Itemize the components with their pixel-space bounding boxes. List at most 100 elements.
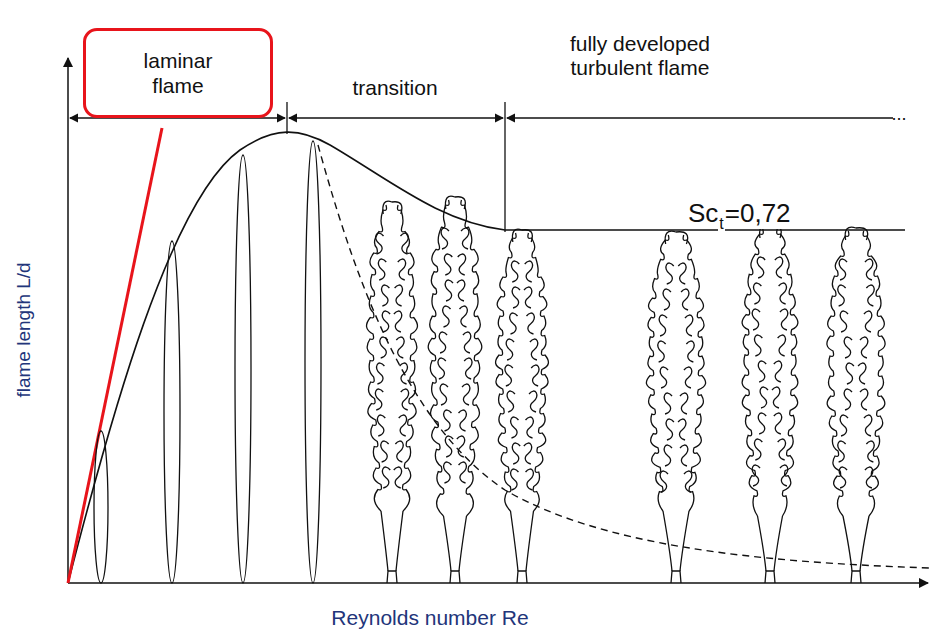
nozzle	[450, 571, 460, 583]
region-divider	[504, 102, 505, 232]
flame-stem	[758, 516, 783, 571]
flame-outline	[827, 231, 849, 516]
turbulence-curl	[445, 280, 453, 301]
turbulence-curl	[526, 313, 534, 334]
nozzle	[517, 571, 527, 583]
turbulence-curl	[680, 393, 688, 414]
nozzle	[387, 571, 397, 583]
turbulence-curl	[526, 417, 534, 438]
turbulence-curl	[399, 415, 407, 436]
turbulence-curl	[376, 233, 384, 254]
flame-outline	[683, 235, 705, 511]
turbulence-curl	[526, 469, 534, 490]
flame-outline	[428, 200, 449, 516]
turbulence-curl	[663, 289, 671, 310]
turbulence-curl	[444, 462, 452, 483]
turbulence-curl	[512, 287, 520, 308]
flame-outline	[863, 231, 885, 516]
turbulence-curl	[529, 391, 537, 412]
turbulence-curl	[381, 441, 389, 462]
turbulence-curl	[685, 315, 693, 336]
flame-outline	[742, 229, 763, 516]
turbulence-curl	[507, 391, 515, 412]
turbulence-curl	[395, 285, 403, 306]
turbulence-curl	[684, 471, 692, 492]
turbulence-curl	[780, 465, 788, 486]
turbulence-curl	[681, 289, 689, 310]
turbulence-curl	[775, 257, 783, 278]
turbulence-curl	[396, 337, 404, 358]
turbulence-curl	[382, 285, 390, 306]
turbulence-curl	[458, 254, 466, 275]
turbulence-curl	[395, 441, 403, 462]
turbulence-curl	[461, 228, 469, 249]
turbulence-curl	[778, 439, 786, 460]
turbulence-curl	[511, 417, 519, 438]
turbulence-curl	[443, 306, 451, 327]
turbulence-curl	[865, 259, 873, 280]
turbulence-curl	[860, 337, 868, 358]
turbulence-curl	[840, 415, 848, 436]
turbulence-curl	[438, 358, 446, 379]
turbulence-curl	[838, 441, 846, 462]
flame-outline	[397, 205, 417, 511]
turbulence-curl	[680, 445, 688, 466]
flame-stem	[843, 516, 869, 571]
turbulence-curl	[660, 367, 668, 388]
flame-tip	[445, 196, 465, 209]
region-label: fully developed turbulent flame	[540, 32, 740, 80]
turbulence-curl	[440, 384, 448, 405]
turbulence-curl	[757, 257, 765, 278]
turbulence-curl	[774, 413, 782, 434]
x-axis-title: Reynolds number Re	[331, 606, 528, 630]
laminar-flame-shape	[235, 155, 251, 583]
turbulence-curl	[658, 341, 666, 362]
turbulence-curl	[525, 261, 533, 282]
turbulence-curl	[838, 285, 846, 306]
turbulence-curl	[505, 365, 513, 386]
flame-stem	[444, 516, 467, 571]
turbulence-curl	[459, 306, 467, 327]
turbulence-curl	[664, 445, 672, 466]
turbulence-curl	[864, 311, 872, 332]
flame-tip	[512, 229, 532, 242]
turbulence-curl	[375, 389, 383, 410]
turbulence-curl	[382, 311, 390, 332]
turbulence-curl	[686, 341, 694, 362]
region-label: transition	[352, 76, 437, 100]
turbulence-curl	[659, 315, 667, 336]
turbulence-curl	[754, 283, 762, 304]
pointer-line	[68, 128, 162, 583]
turbulence-curl	[378, 259, 386, 280]
turbulence-curl	[377, 363, 385, 384]
turbulence-curl	[400, 363, 408, 384]
turbulence-curl	[439, 332, 447, 353]
turbulence-curl	[457, 280, 465, 301]
turbulence-curl	[394, 311, 402, 332]
turbulence-curl	[380, 337, 388, 358]
y-axis	[67, 58, 69, 583]
flame-outline	[367, 205, 387, 511]
region-arrow	[289, 117, 503, 118]
turbulence-curl	[457, 436, 465, 457]
turbulence-curl	[839, 259, 847, 280]
laminar-flame-shape	[94, 431, 108, 583]
turbulence-curl	[772, 387, 780, 408]
turbulence-curl	[678, 419, 686, 440]
nozzle	[851, 571, 861, 583]
turbulence-curl	[666, 419, 674, 440]
turbulence-curl	[866, 441, 874, 462]
turbulence-curl	[840, 311, 848, 332]
turbulence-curl	[400, 233, 408, 254]
turbulence-curl	[441, 228, 449, 249]
turbulence-curl	[459, 462, 467, 483]
turbulence-curl	[444, 254, 452, 275]
region-divider	[286, 102, 287, 134]
turbulence-curl	[459, 410, 467, 431]
breakpoint-curve	[318, 145, 930, 568]
continuation-mark: ...	[891, 104, 906, 125]
turbulence-curl	[511, 469, 519, 490]
region-arrow	[507, 117, 893, 118]
nozzle	[671, 571, 681, 583]
